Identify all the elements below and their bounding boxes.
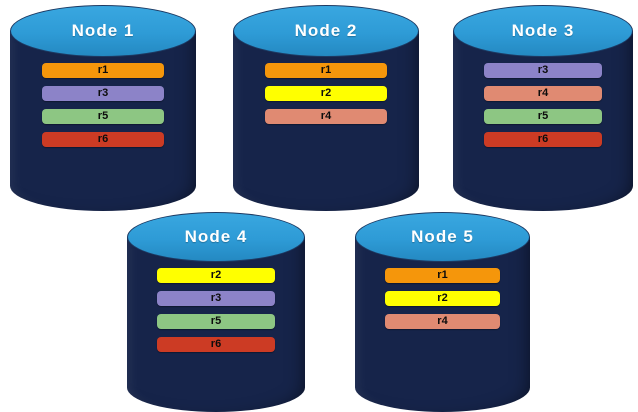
replica-bar-r5[interactable]: r5 xyxy=(484,109,602,124)
replica-bar-r2[interactable]: r2 xyxy=(157,268,275,283)
replica-list: r1 r2 r4 xyxy=(233,63,419,124)
database-node-5[interactable]: Node 5 r1 r2 r4 xyxy=(355,212,530,412)
replica-bar-r2[interactable]: r2 xyxy=(385,291,500,306)
replica-label: r4 xyxy=(537,87,549,99)
replica-bar-r4[interactable]: r4 xyxy=(385,314,500,329)
node-label: Node 5 xyxy=(411,227,474,246)
cylinder-top-ellipse xyxy=(10,5,196,57)
replica-bar-r4[interactable]: r4 xyxy=(484,86,602,101)
replica-list: r1 r3 r5 r6 xyxy=(10,63,196,147)
replica-label: r2 xyxy=(320,87,332,99)
replica-label: r3 xyxy=(97,87,109,99)
node-label: Node 3 xyxy=(511,21,575,40)
replica-label: r6 xyxy=(537,133,549,145)
replica-label: r6 xyxy=(210,338,222,350)
replica-list: r1 r2 r4 xyxy=(355,268,530,329)
cylinder-top-ellipse xyxy=(355,212,530,262)
replica-label: r4 xyxy=(437,315,448,327)
database-node-2[interactable]: Node 2 r1 r2 r4 xyxy=(233,5,419,211)
replica-list: r2 r3 r5 r6 xyxy=(127,268,305,352)
replica-bar-r4[interactable]: r4 xyxy=(265,109,387,124)
replica-bar-r6[interactable]: r6 xyxy=(484,132,602,147)
replica-bar-r5[interactable]: r5 xyxy=(42,109,164,124)
replica-bar-r1[interactable]: r1 xyxy=(42,63,164,78)
replica-bar-r3[interactable]: r3 xyxy=(157,291,275,306)
node-label: Node 2 xyxy=(294,21,358,40)
replica-bar-r3[interactable]: r3 xyxy=(484,63,602,78)
replica-bar-r1[interactable]: r1 xyxy=(265,63,387,78)
replica-label: r3 xyxy=(537,64,549,76)
node-label: Node 1 xyxy=(71,21,135,40)
replica-bar-r5[interactable]: r5 xyxy=(157,314,275,329)
replica-label: r2 xyxy=(210,269,222,281)
replica-label: r1 xyxy=(437,269,448,281)
replica-list: r3 r4 r5 r6 xyxy=(453,63,633,147)
replica-bar-r6[interactable]: r6 xyxy=(42,132,164,147)
database-node-3[interactable]: Node 3 r3 r4 r5 r6 xyxy=(453,5,633,211)
replica-bar-r6[interactable]: r6 xyxy=(157,337,275,352)
replica-label: r4 xyxy=(320,110,332,122)
replica-label: r3 xyxy=(210,292,222,304)
replica-bar-r3[interactable]: r3 xyxy=(42,86,164,101)
replica-label: r5 xyxy=(210,315,222,327)
replica-label: r5 xyxy=(97,110,109,122)
cylinder-top-ellipse xyxy=(233,5,419,57)
cylinder-top-ellipse xyxy=(453,5,633,57)
replica-label: r1 xyxy=(320,64,332,76)
replica-label: r5 xyxy=(537,110,549,122)
cylinder-top-ellipse xyxy=(127,212,305,262)
diagram-canvas: Node 1 r1 r3 r5 r6 Node 2 r1 r2 r4 Node 3 r3 r4 r5 r6… xyxy=(10,5,633,412)
replica-bar-r2[interactable]: r2 xyxy=(265,86,387,101)
replica-label: r2 xyxy=(437,292,448,304)
node-label: Node 4 xyxy=(184,227,248,246)
database-node-1[interactable]: Node 1 r1 r3 r5 r6 xyxy=(10,5,196,211)
replica-label: r1 xyxy=(97,64,109,76)
replica-label: r6 xyxy=(97,133,109,145)
database-node-4[interactable]: Node 4 r2 r3 r5 r6 xyxy=(127,212,305,412)
replica-bar-r1[interactable]: r1 xyxy=(385,268,500,283)
